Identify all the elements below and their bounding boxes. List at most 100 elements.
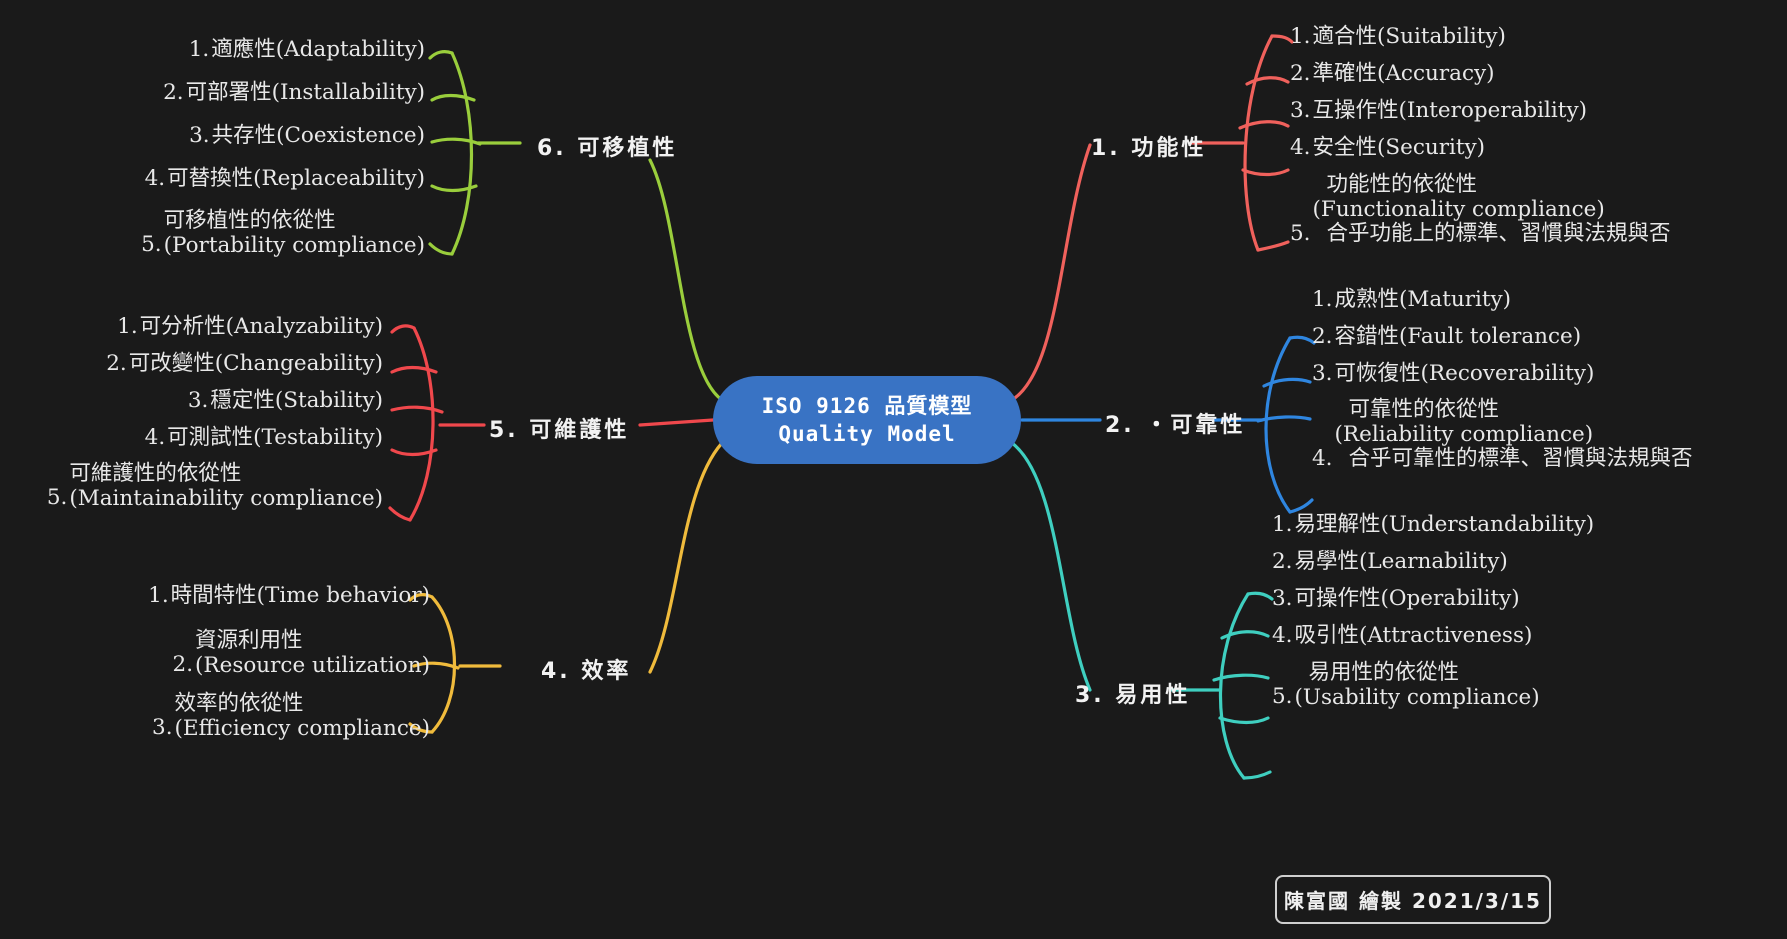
- branch-label-maintainability[interactable]: 5. 可維護性: [489, 418, 630, 443]
- leaf-number: 4.: [144, 166, 166, 191]
- leaf-text-line-2: (Maintainability compliance): [69, 485, 383, 511]
- leaf-text-line-1: 可靠性的依從性: [1348, 397, 1500, 422]
- leaf-number: 1.: [188, 37, 210, 62]
- fan-stub-maintainability-3: [390, 405, 444, 414]
- leaf-efficiency-1[interactable]: 1. 時間特性(Time behavior): [148, 583, 430, 608]
- fan-stub-usability-1: [1246, 591, 1274, 601]
- branch-label-reliability[interactable]: 2. ・可靠性: [1105, 413, 1246, 438]
- leaf-text-line-1: 可維護性的依從性: [69, 461, 242, 486]
- fan-stub-portability-3: [430, 137, 482, 146]
- leaf-number: 3.: [189, 123, 210, 148]
- leaf-number: 3.: [152, 715, 173, 741]
- leaf-reliability-2[interactable]: 2. 容錯性(Fault tolerance): [1312, 324, 1581, 349]
- fan-stub-usability-2: [1220, 630, 1270, 640]
- branch-label-usability[interactable]: 3. 易用性: [1075, 683, 1191, 708]
- leaf-functionality-1[interactable]: 1. 適合性(Suitability): [1290, 24, 1506, 49]
- leaf-number: 3.: [187, 388, 209, 413]
- leaf-text-line-2: (Efficiency compliance): [174, 715, 430, 741]
- leaf-text: 可替換性(Replaceability): [167, 166, 425, 191]
- leaf-reliability-4[interactable]: 4. 可靠性的依從性 (Reliability compliance) 合乎可靠…: [1312, 397, 1693, 472]
- leaf-usability-1[interactable]: 1. 易理解性(Understandability): [1272, 512, 1594, 537]
- fan-spine-efficiency: [430, 595, 456, 734]
- fan-stub-maintainability-4: [390, 448, 438, 457]
- leaf-functionality-3[interactable]: 3. 互操作性(Interoperability): [1290, 98, 1587, 123]
- fan-spine-functionality: [1243, 34, 1274, 252]
- fan-stub-reliability-3: [1256, 415, 1312, 423]
- center-node[interactable]: ISO 9126 品質模型 Quality Model: [713, 376, 1021, 464]
- leaf-number: 5.: [46, 485, 68, 511]
- leaf-number: 3.: [1290, 98, 1311, 123]
- leaf-maintainability-1[interactable]: 1. 可分析性(Analyzability): [117, 314, 383, 339]
- leaf-number: 2.: [1290, 61, 1311, 86]
- leaf-text-line-3: 合乎可靠性的標準、習慣與法規與否: [1348, 446, 1693, 472]
- leaf-text: 成熟性(Maturity): [1334, 287, 1512, 312]
- leaf-text: 準確性(Accuracy): [1312, 61, 1495, 86]
- leaf-text: 共存性(Coexistence): [211, 123, 425, 148]
- fan-stub-functionality-1: [1270, 34, 1294, 44]
- leaf-number: 3.: [1272, 586, 1293, 611]
- leaf-number: 4.: [1290, 135, 1311, 160]
- leaf-text-line-1: 功能性的依從性: [1326, 172, 1478, 197]
- leaf-reliability-1[interactable]: 1. 成熟性(Maturity): [1312, 287, 1511, 312]
- branch-label-portability[interactable]: 6. 可移植性: [537, 136, 678, 161]
- center-node-title-en: Quality Model: [778, 422, 956, 446]
- leaf-functionality-2[interactable]: 2. 準確性(Accuracy): [1290, 61, 1495, 86]
- leaf-text-line-1: 資源利用性: [195, 628, 303, 653]
- fan-stub-maintainability-1: [390, 324, 416, 334]
- leaf-maintainability-3[interactable]: 3. 穩定性(Stability): [188, 388, 383, 413]
- leaf-text: 可改變性(Changeability): [128, 351, 383, 376]
- branch-label-efficiency[interactable]: 4. 效率: [541, 659, 632, 684]
- fan-stub-maintainability-2: [390, 365, 438, 374]
- leaf-usability-3[interactable]: 3. 可操作性(Operability): [1272, 586, 1520, 611]
- leaf-number: 2.: [1312, 324, 1333, 349]
- leaf-functionality-5[interactable]: 5. 功能性的依從性 (Functionality compliance) 合乎…: [1290, 172, 1671, 247]
- fan-spine-portability: [450, 51, 474, 256]
- leaf-reliability-3[interactable]: 3. 可恢復性(Recoverability): [1312, 361, 1594, 386]
- leaf-portability-5[interactable]: 5. 可移植性的依從性 (Portability compliance): [141, 208, 425, 258]
- leaf-maintainability-4[interactable]: 4. 可測試性(Testability): [145, 425, 383, 450]
- leaf-usability-5[interactable]: 5. 易用性的依從性 (Usability compliance): [1272, 660, 1540, 710]
- leaf-text: 吸引性(Attractiveness): [1294, 623, 1533, 648]
- leaf-portability-3[interactable]: 3. 共存性(Coexistence): [189, 123, 425, 148]
- leaf-text: 適合性(Suitability): [1312, 24, 1506, 49]
- leaf-text: 容錯性(Fault tolerance): [1334, 324, 1582, 349]
- leaf-portability-4[interactable]: 4. 可替換性(Replaceability): [145, 166, 425, 191]
- fan-stub-portability-4: [430, 184, 478, 193]
- leaf-text-line-1: 易用性的依從性: [1308, 660, 1460, 685]
- leaf-maintainability-5[interactable]: 5. 可維護性的依從性 (Maintainability compliance): [46, 461, 383, 511]
- leaf-functionality-4[interactable]: 4. 安全性(Security): [1290, 135, 1485, 160]
- leaf-text-line-3: 合乎功能上的標準、習慣與法規與否: [1326, 221, 1671, 247]
- leaf-usability-4[interactable]: 4. 吸引性(Attractiveness): [1272, 623, 1532, 648]
- leaf-text: 適應性(Adaptability): [211, 37, 425, 62]
- fan-stub-functionality-5: [1256, 240, 1290, 252]
- fan-stub-maintainability-5: [388, 506, 412, 522]
- leaf-number: 4.: [144, 425, 166, 450]
- center-node-title-zh: ISO 9126 品質模型: [761, 393, 973, 418]
- signature-text: 陳富國 繪製 2021/3/15: [1284, 889, 1542, 913]
- branch-label-functionality[interactable]: 1. 功能性: [1091, 136, 1207, 161]
- leaf-efficiency-2[interactable]: 2. 資源利用性 (Resource utilization): [172, 628, 430, 678]
- leaf-maintainability-2[interactable]: 2. 可改變性(Changeability): [106, 351, 383, 376]
- leaf-text-line-2: (Usability compliance): [1294, 684, 1540, 710]
- leaf-number: 1.: [1312, 287, 1333, 312]
- leaf-text-line-1: 效率的依從性: [174, 691, 304, 716]
- leaf-number: 1.: [1272, 512, 1293, 537]
- fan-stub-reliability-1: [1288, 335, 1316, 345]
- leaf-portability-1[interactable]: 1. 適應性(Adaptability): [189, 37, 425, 62]
- fan-stub-reliability-2: [1262, 377, 1312, 388]
- leaf-number: 2.: [1272, 549, 1293, 574]
- leaf-portability-2[interactable]: 2. 可部署性(Installability): [163, 80, 425, 105]
- leaf-text-line-1: 可移植性的依從性: [163, 208, 336, 233]
- trunk-portability: [648, 158, 724, 402]
- leaf-number: 2.: [172, 652, 194, 678]
- fan-stub-portability-2: [430, 93, 476, 102]
- trunk-maintainability: [638, 418, 715, 427]
- leaf-efficiency-3[interactable]: 3. 效率的依從性 (Efficiency compliance): [152, 691, 430, 741]
- leaf-number: 1.: [117, 314, 138, 339]
- leaf-number: 5.: [1272, 684, 1293, 710]
- fan-stub-functionality-3: [1238, 120, 1290, 130]
- leaf-usability-2[interactable]: 2. 易學性(Learnability): [1272, 549, 1508, 574]
- leaf-text: 易學性(Learnability): [1294, 549, 1508, 574]
- fan-stub-portability-5: [428, 242, 454, 256]
- leaf-text: 可測試性(Testability): [167, 425, 383, 450]
